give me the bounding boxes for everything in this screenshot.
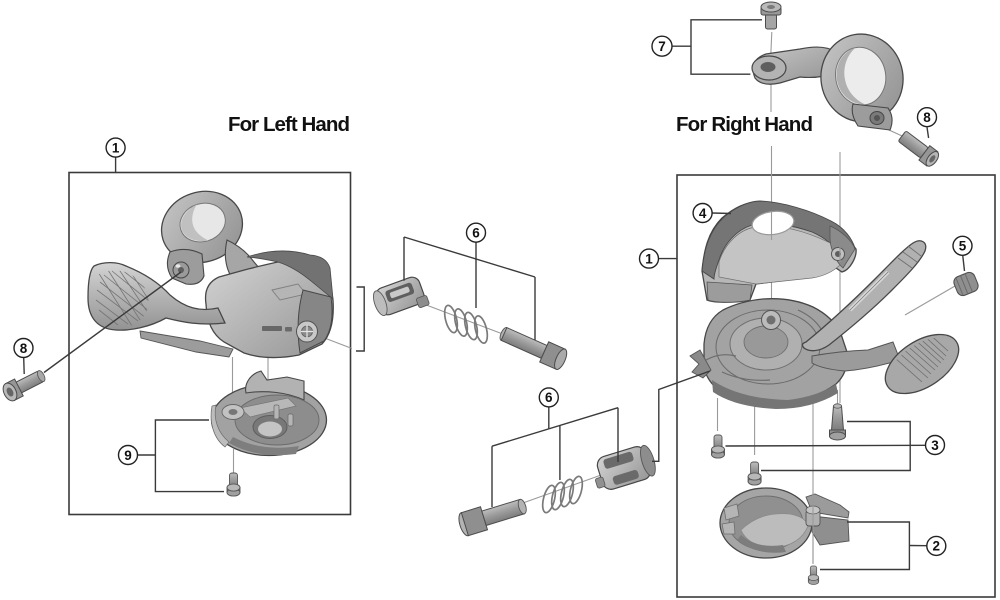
svg-text:9: 9 <box>124 448 132 463</box>
svg-text:1: 1 <box>112 140 120 155</box>
svg-text:5: 5 <box>959 239 967 254</box>
svg-text:6: 6 <box>545 390 553 405</box>
svg-text:8: 8 <box>20 341 28 356</box>
svg-text:3: 3 <box>931 438 939 453</box>
svg-text:6: 6 <box>472 226 480 241</box>
svg-text:For Right Hand: For Right Hand <box>676 113 813 136</box>
svg-text:8: 8 <box>923 110 931 125</box>
svg-text:For Left Hand: For Left Hand <box>228 113 350 136</box>
svg-text:2: 2 <box>933 539 941 554</box>
svg-text:1: 1 <box>645 251 653 266</box>
svg-text:7: 7 <box>658 39 666 54</box>
svg-text:4: 4 <box>699 206 707 221</box>
